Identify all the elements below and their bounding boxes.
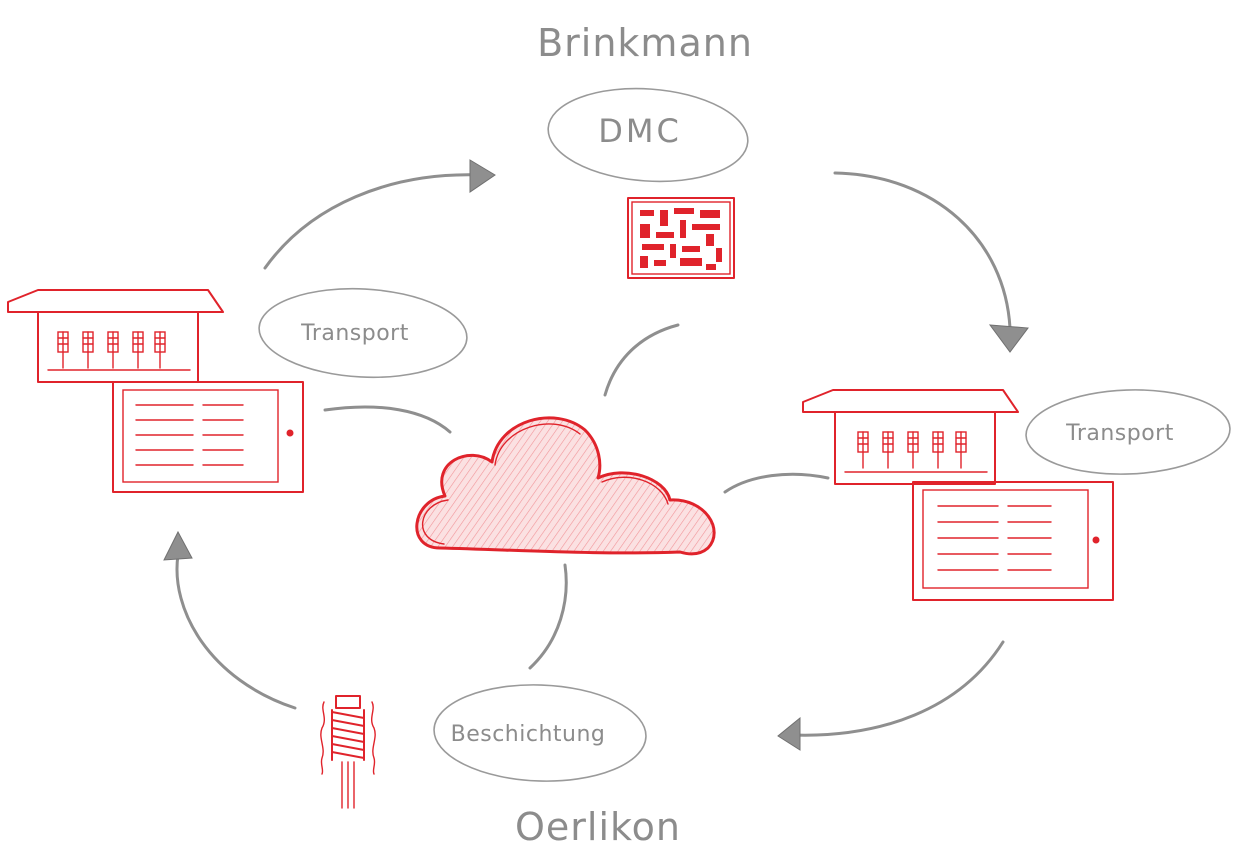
dmc-node: DMC xyxy=(547,87,749,183)
beschichtung-node: Beschichtung xyxy=(433,684,647,782)
connector-cloud-right xyxy=(723,472,830,494)
connector-cloud-beschichtung xyxy=(528,563,568,670)
dmc-ellipse xyxy=(547,87,749,183)
transport-left-node: Transport xyxy=(258,287,468,379)
cloud-icon xyxy=(415,416,716,556)
label-beschichtung: Beschichtung xyxy=(451,722,606,747)
label-brinkmann: Brinkmann xyxy=(537,21,753,65)
drill-tool-icon xyxy=(320,695,376,809)
qr-code-icon xyxy=(627,197,735,279)
arrow-left-to-dmc xyxy=(263,159,496,270)
label-oerlikon: Oerlikon xyxy=(515,805,681,849)
connector-cloud-dmc xyxy=(603,323,680,397)
machine-terminal-left xyxy=(7,289,304,493)
label-dmc: DMC xyxy=(598,112,682,150)
machine-terminal-right xyxy=(802,389,1114,601)
label-transport-right: Transport xyxy=(1065,421,1174,446)
label-transport-left: Transport xyxy=(300,321,409,346)
arrow-dmc-to-right xyxy=(833,171,1029,353)
arrow-bottom-to-left xyxy=(163,530,297,710)
arrow-right-to-bottom xyxy=(777,640,1005,751)
connector-cloud-left xyxy=(323,405,452,434)
transport-right-node: Transport xyxy=(1025,389,1231,475)
